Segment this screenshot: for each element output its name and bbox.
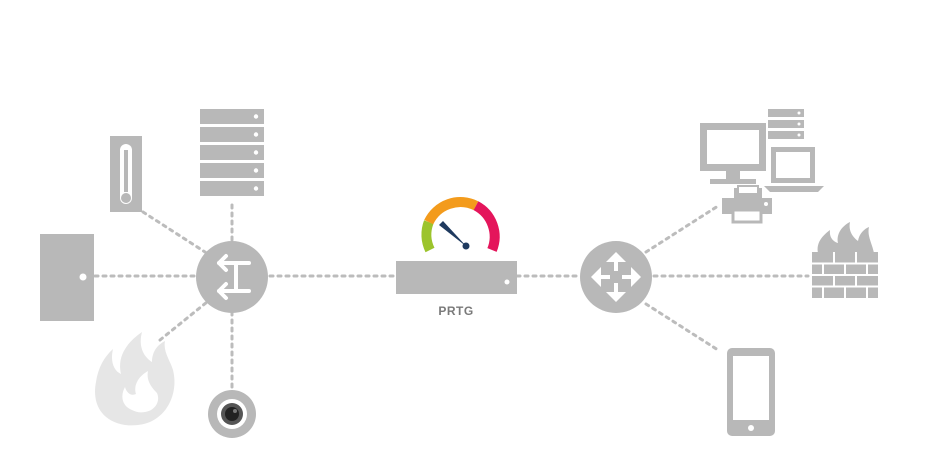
desktop-icon: [700, 123, 766, 184]
link-switch-mobile: [644, 302, 720, 352]
mobile-icon: [727, 348, 775, 436]
prtg-label: PRTG: [438, 304, 473, 318]
server-rack-icon: [200, 109, 264, 196]
door-icon: [40, 234, 94, 321]
laptop-icon: [764, 147, 824, 192]
link-fire-router: [158, 300, 209, 342]
gauge-needle: [439, 221, 467, 247]
switch-icon: [580, 241, 652, 313]
prtg-appliance-icon: [396, 261, 517, 294]
thermometer-icon: [110, 136, 142, 212]
printer-icon: [722, 185, 772, 224]
prtg-gauge-icon: [421, 197, 500, 253]
firewall-icon: [812, 222, 878, 298]
link-switch-computers: [644, 204, 720, 254]
fire-icon: [95, 332, 175, 426]
camera-icon: [208, 390, 256, 438]
connection-lines: [93, 203, 810, 390]
router-icon: [196, 241, 268, 313]
link-thermometer-router: [141, 210, 207, 254]
mini-server-icon: [768, 109, 804, 139]
